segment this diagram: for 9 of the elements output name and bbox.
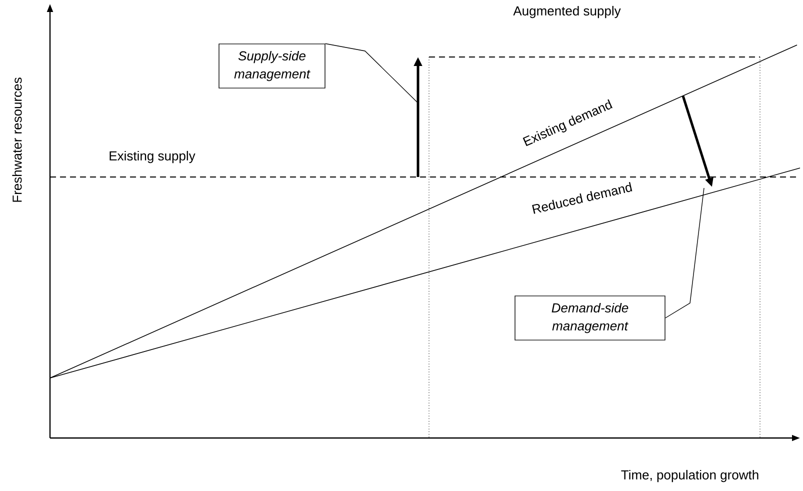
axis-title: Freshwater resources: [12, 78, 22, 202]
line-label: Existing supply: [110, 150, 196, 164]
axis-title: Time, population growth: [621, 470, 758, 482]
leader-line: [325, 43, 418, 104]
text-box: Supply-side management: [218, 44, 326, 88]
line-label: Augmented supply: [513, 6, 621, 18]
line-label: Reduced demand: [532, 182, 632, 214]
text-box: Demand-side management: [514, 296, 666, 340]
leader-line: [665, 188, 704, 318]
